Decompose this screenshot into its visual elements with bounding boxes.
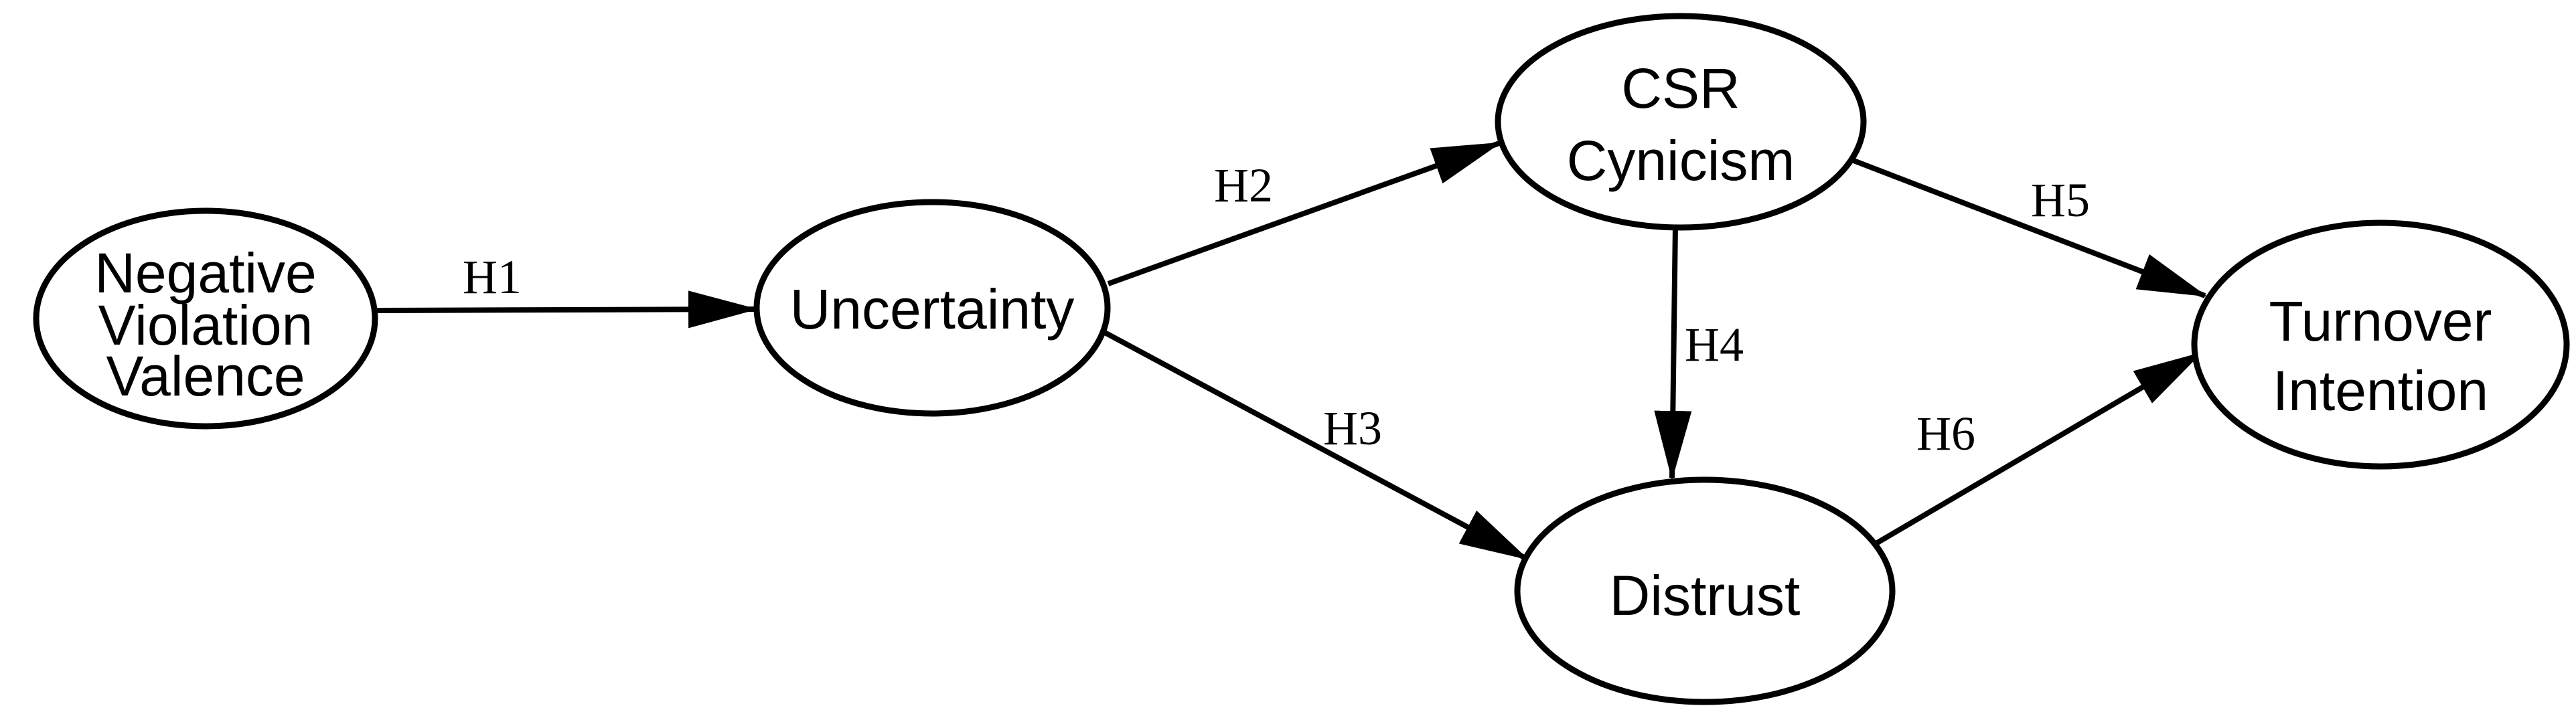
node-ellipse-distrust xyxy=(1514,476,1896,705)
edge-h6: H6 xyxy=(1870,351,2203,549)
arrow-h3 xyxy=(1104,330,1529,561)
edge-label-h3: H3 xyxy=(1323,401,1382,455)
edge-label-h1: H1 xyxy=(463,250,522,304)
node-turnover-intention: Turnover Intention xyxy=(2191,219,2570,470)
node-ellipse-uncertainty xyxy=(753,199,1111,417)
edge-label-h6: H6 xyxy=(1916,407,1975,460)
node-label-line: Turnover xyxy=(2269,290,2492,353)
node-label-line: Negative xyxy=(94,242,317,304)
node-ellipse-turnover-intention xyxy=(2191,219,2570,470)
node-label-line: CSR xyxy=(1621,57,1740,120)
node-label-line: Cynicism xyxy=(1567,129,1795,192)
node-label-line: Uncertainty xyxy=(790,278,1075,341)
edge-h3: H3 xyxy=(1104,330,1529,561)
edge-h4: H4 xyxy=(1654,225,1744,480)
edge-h2: H2 xyxy=(1107,141,1502,286)
node-label-line: Valence xyxy=(106,345,305,408)
node-uncertainty: Uncertainty xyxy=(753,199,1111,417)
edge-h1: H1 xyxy=(374,250,758,329)
edge-label-h4: H4 xyxy=(1685,318,1744,371)
edge-label-h5: H5 xyxy=(2031,173,2090,227)
arrow-h2 xyxy=(1107,141,1502,286)
node-csr-cynicism: CSR Cynicism xyxy=(1495,13,1867,231)
node-distrust: Distrust xyxy=(1514,476,1896,705)
arrow-h1 xyxy=(374,290,758,329)
arrow-h5 xyxy=(1849,157,2208,298)
node-label-line: Intention xyxy=(2273,359,2488,422)
node-negative-violation-valence: Negative Violation Valence xyxy=(33,207,378,430)
arrow-h4 xyxy=(1654,225,1692,480)
node-ellipse-negative-violation-valence xyxy=(33,207,378,430)
node-label-line: Violation xyxy=(98,294,313,357)
edge-label-h2: H2 xyxy=(1214,159,1273,212)
node-label-line: Distrust xyxy=(1610,564,1801,627)
edge-h5: H5 xyxy=(1849,157,2208,298)
arrow-h6 xyxy=(1870,351,2203,549)
node-ellipse-csr-cynicism xyxy=(1495,13,1867,231)
